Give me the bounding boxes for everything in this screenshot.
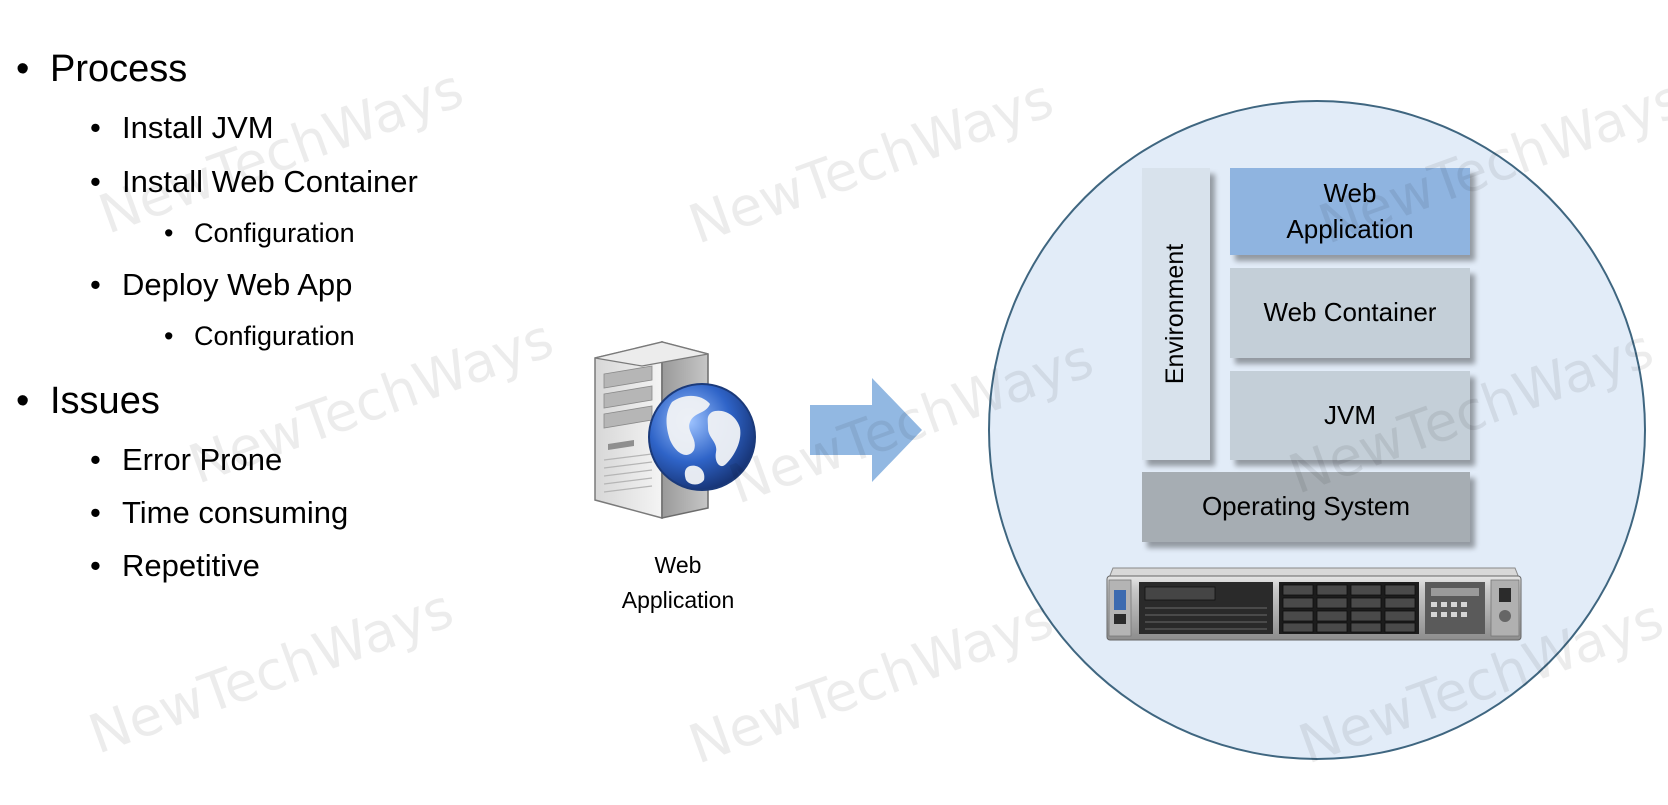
server-label: Web Application [608, 548, 748, 617]
rack-server-icon [1106, 567, 1522, 641]
watermark-7: NewTechWays [80, 576, 462, 767]
web-application-line1: Web [1323, 178, 1377, 209]
bullet-configuration-2: Configuration [164, 323, 355, 351]
web-server-icon [594, 341, 756, 519]
right-arrow-icon [810, 378, 922, 482]
bullet-deploy-web-app: Deploy Web App [90, 269, 352, 300]
server-label-line2: Application [621, 586, 735, 613]
operating-system-label: Operating System [1201, 491, 1411, 522]
bullet-error-prone: Error Prone [90, 444, 282, 475]
jvm-label: JVM [1324, 399, 1376, 430]
web-container-label: Web Container [1263, 297, 1437, 328]
bullet-issues: Issues [16, 382, 160, 420]
environment-box: Environment [1142, 168, 1210, 460]
bullet-install-web-container: Install Web Container [90, 166, 418, 197]
web-container-box: Web Container [1230, 268, 1470, 358]
bullet-time-consuming: Time consuming [90, 497, 348, 528]
watermark-2: NewTechWays [680, 66, 1062, 257]
web-application-box: Web Application [1230, 168, 1470, 255]
environment-label: Environment [1161, 243, 1190, 385]
operating-system-box: Operating System [1142, 472, 1470, 542]
bullet-install-jvm: Install JVM [90, 112, 274, 143]
jvm-box: JVM [1230, 371, 1470, 460]
bullet-configuration-1: Configuration [164, 220, 355, 248]
bullet-repetitive: Repetitive [90, 550, 260, 581]
web-application-line2: Application [1286, 213, 1414, 244]
server-label-line1: Web [654, 552, 702, 578]
bullet-process: Process [16, 50, 187, 88]
